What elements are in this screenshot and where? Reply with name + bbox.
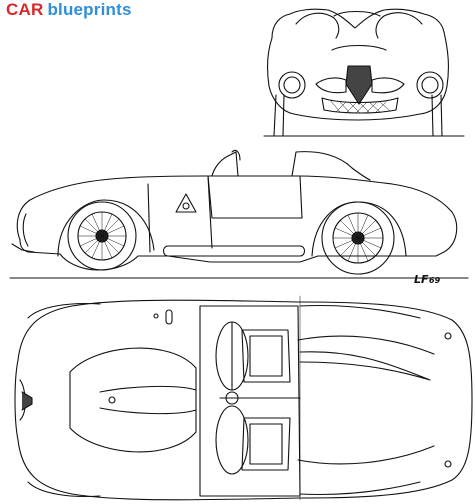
side-front-bumper	[11, 243, 35, 253]
side-exhaust-pipe	[162, 245, 306, 257]
front-left-grille	[315, 77, 347, 94]
front-body-outline	[267, 8, 449, 121]
side-front-spokes	[77, 211, 127, 261]
side-front-wheel-arch	[57, 199, 155, 257]
front-right-headlight	[416, 71, 444, 99]
front-left-fairing	[295, 12, 340, 39]
top-rear-right-fender	[299, 481, 421, 496]
top-driver-seat	[241, 329, 291, 383]
side-fender-seam	[147, 183, 151, 253]
top-passenger-cushion	[249, 423, 283, 465]
top-rear-right-light	[444, 460, 452, 468]
front-left-headlight-lens	[283, 76, 301, 94]
top-view	[14, 295, 473, 501]
side-body-outline	[16, 175, 458, 271]
top-rear-left-light	[444, 332, 452, 340]
side-headlight	[22, 213, 29, 247]
signature-year: 69	[429, 276, 441, 285]
car-blueprints-logo: CAR blueprints	[6, 0, 132, 22]
front-right-tire	[431, 94, 443, 137]
top-hood-pin	[108, 396, 116, 404]
top-hood	[69, 347, 197, 453]
top-rear-deck-lower	[297, 445, 435, 465]
side-door-panel	[207, 175, 303, 219]
side-windscreen	[211, 151, 239, 177]
side-door-front-edge	[207, 175, 213, 249]
top-hood-crease-lower	[99, 407, 197, 415]
front-right-headlight-lens	[421, 76, 439, 94]
top-filler-cap	[165, 309, 173, 325]
front-hood-bulge	[331, 44, 387, 51]
badge-emblem-icon	[182, 202, 190, 210]
top-body-outline	[14, 299, 473, 501]
top-front-right-fender	[27, 481, 101, 497]
top-passenger-screen	[215, 405, 249, 475]
top-headrest-fairing	[299, 351, 431, 381]
side-quadrifoglio-badge	[175, 193, 197, 213]
logo-brand: CAR	[6, 0, 44, 19]
side-mirror	[231, 149, 241, 161]
front-windscreen	[333, 10, 381, 17]
front-shield-grille	[345, 65, 373, 105]
side-view: LF 69	[9, 149, 469, 286]
intake-mesh	[329, 99, 391, 114]
logo-suffix: blueprints	[47, 0, 132, 19]
top-driver-cushion	[249, 335, 283, 377]
top-passenger-seat	[241, 417, 291, 471]
top-rear-deck-upper	[297, 335, 435, 355]
side-rear-spokes	[332, 212, 384, 264]
front-right-grille	[371, 77, 405, 94]
top-rear-left-fender	[299, 304, 421, 319]
top-hood-crease-upper	[99, 385, 197, 393]
top-cockpit-frame	[199, 305, 301, 497]
side-headrest-fairing	[291, 151, 371, 181]
front-right-fairing	[375, 12, 423, 39]
side-front-tire	[67, 201, 137, 271]
side-rear-tire	[321, 201, 395, 275]
front-left-headlight	[278, 71, 306, 99]
signature-initials: LF	[414, 273, 429, 286]
side-rear-wheel-arch	[311, 201, 407, 257]
top-front-left-fender	[27, 303, 101, 319]
top-grille	[21, 391, 33, 411]
top-fuel-cap	[153, 313, 159, 319]
front-view	[263, 8, 465, 137]
